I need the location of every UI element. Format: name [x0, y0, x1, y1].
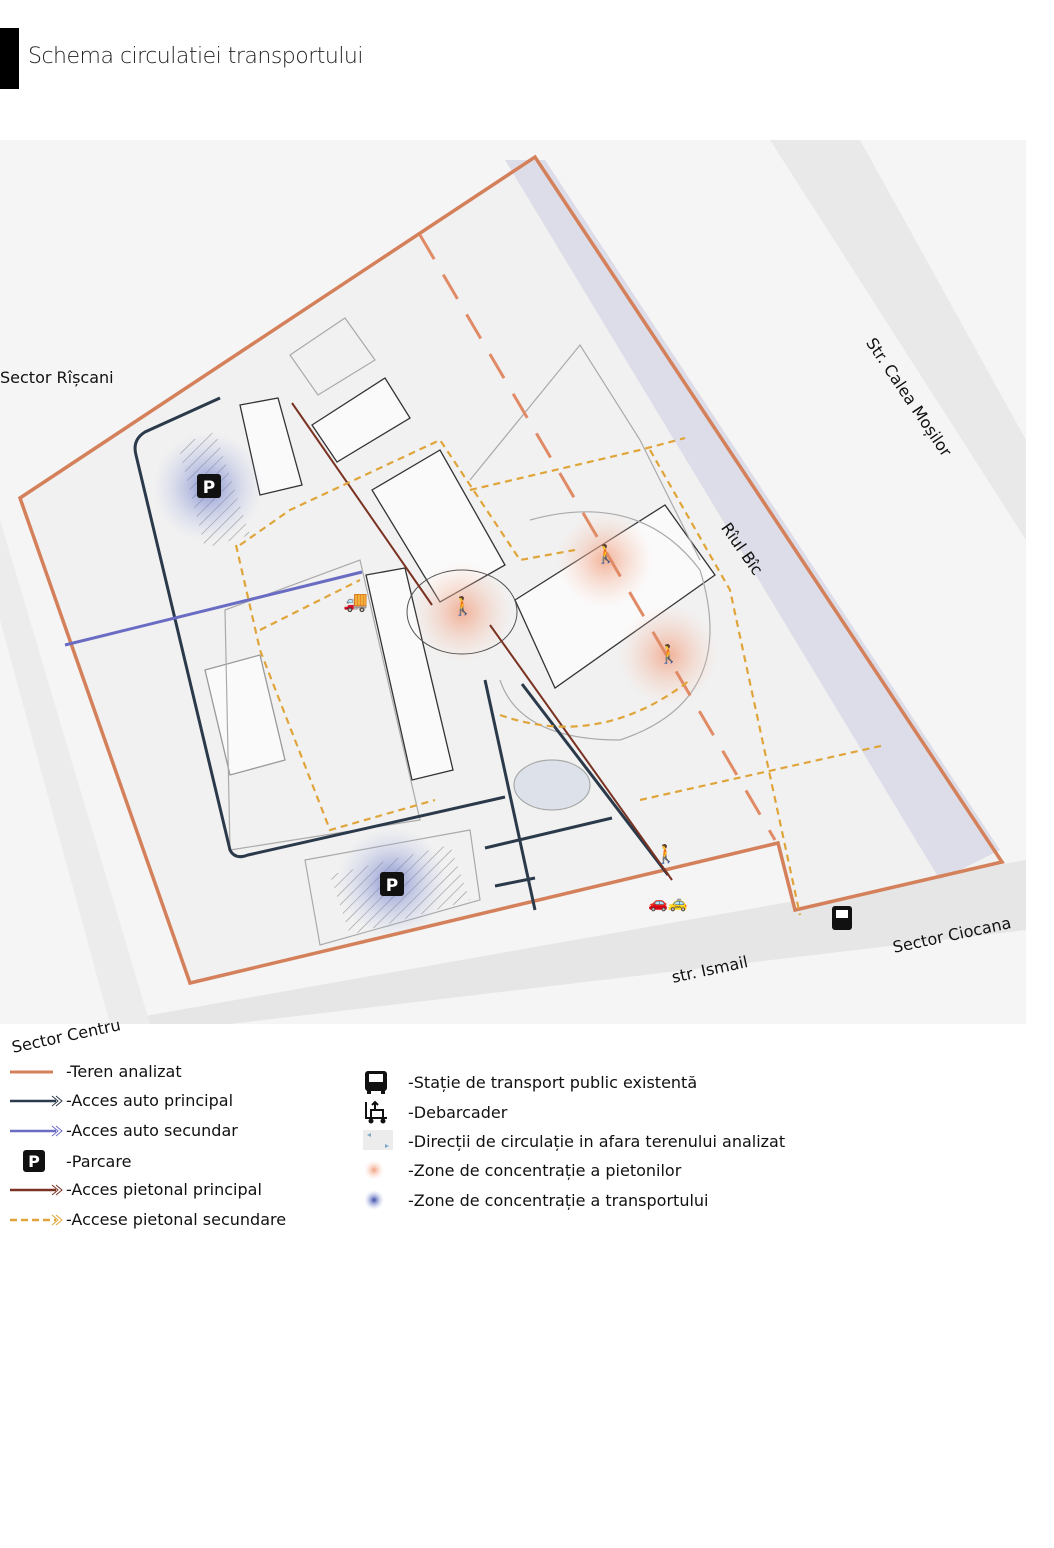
svg-text:🚶: 🚶	[658, 643, 680, 664]
plaza	[406, 569, 518, 655]
pedestrian-zone-icon	[364, 1160, 384, 1180]
svg-text:🚶: 🚶	[452, 595, 474, 616]
parking-icon: P	[380, 872, 404, 896]
auto-secundar-route	[64, 570, 363, 647]
legend-item-auto-principal: -Acces auto principal	[8, 1091, 233, 1110]
site-boundary	[17, 154, 1005, 986]
bus-stop-icon	[832, 906, 852, 930]
boundary-dashed	[418, 234, 777, 841]
legend-item-bus-stop: -Stație de transport public existentă	[363, 1070, 697, 1094]
pedestrian-zone	[557, 512, 653, 608]
pedestrian-icon: 🚶 🚶 🚶 🚶	[452, 543, 680, 864]
legend-item-directii: -Direcții de circulație in afara terenul…	[363, 1130, 785, 1152]
legend-item-debarcader: -Debarcader	[363, 1100, 507, 1124]
parking-icon: P	[23, 1150, 45, 1172]
legend-item-parcare: P -Parcare	[8, 1150, 131, 1172]
orange-line-icon	[10, 1070, 53, 1073]
legend-item-pietonal-secundar: -Accese pietonal secundare	[8, 1210, 286, 1229]
svg-text:🚶: 🚶	[655, 843, 677, 864]
svg-text:P: P	[386, 876, 398, 896]
transport-zone-icon	[364, 1190, 384, 1210]
legend-item-zona-transport: -Zone de concentrație a transportului	[363, 1189, 708, 1211]
pietonal-secundar-routes	[234, 436, 886, 916]
legend-item-auto-secundar: -Acces auto secundar	[8, 1121, 238, 1140]
street-left	[0, 520, 150, 1024]
navy-arrow-icon	[10, 1095, 63, 1106]
street-calea-mosilor	[770, 140, 1026, 540]
legend-item-teren: -Teren analizat	[8, 1062, 182, 1081]
site-plan-map: P P 🚶 🚶 🚶 🚶 🚚 🚗🚕	[0, 140, 1026, 1024]
bus-icon	[365, 1071, 387, 1094]
pedestrian-zone	[412, 562, 512, 662]
purple-arrow-icon	[10, 1125, 63, 1136]
title-bar-accent	[0, 28, 19, 89]
legend-item-pietonal-principal: -Acces pietonal principal	[8, 1180, 262, 1199]
label-sector-riscani: Sector Rîșcani	[0, 368, 114, 387]
car-icon: 🚗🚕	[648, 895, 688, 912]
site-area	[20, 157, 1002, 983]
svg-text:P: P	[28, 1152, 40, 1171]
loading-dock-icon	[365, 1100, 387, 1124]
auto-principal-routes	[133, 396, 670, 911]
parking-icon: P	[197, 474, 221, 498]
pietonal-principal-routes	[291, 402, 673, 881]
yellow-dashed-arrow-icon	[10, 1214, 63, 1225]
svg-text:P: P	[203, 478, 215, 498]
legend-item-zona-pietoni: -Zone de concentrație a pietonilor	[363, 1159, 681, 1181]
loading-dock-icon: 🚚	[343, 591, 368, 613]
svg-text:🚶: 🚶	[595, 543, 617, 564]
traffic-direction-icon	[363, 1130, 393, 1150]
page-title: Schema circulatiei transportului	[28, 44, 364, 69]
river-bic	[505, 160, 1000, 880]
brown-arrow-icon	[10, 1184, 63, 1195]
